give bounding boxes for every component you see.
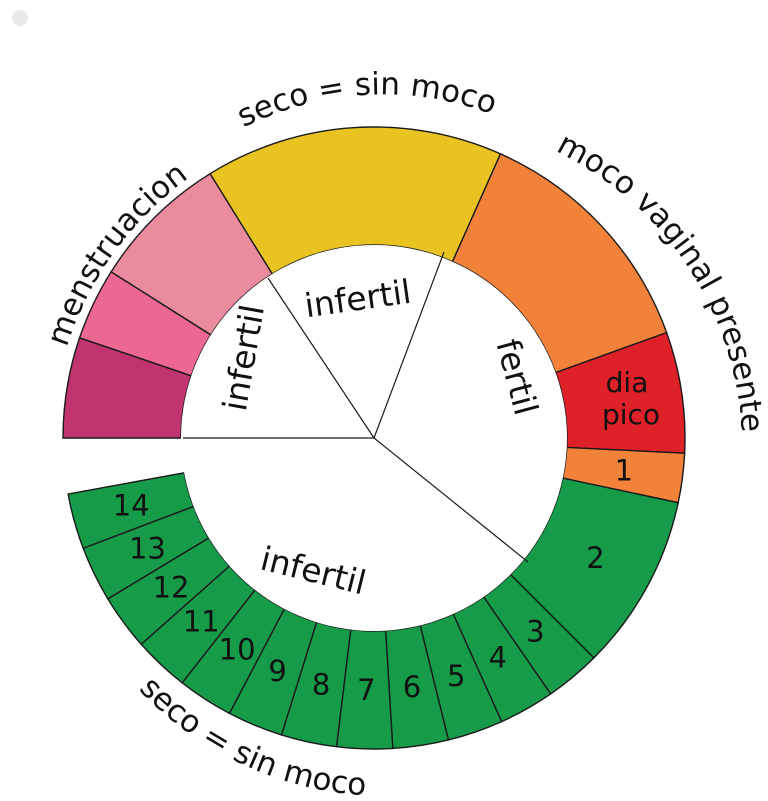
day-number-4: 4 xyxy=(489,640,507,674)
day-number-13: 13 xyxy=(129,531,166,565)
day-number-3: 3 xyxy=(526,615,544,649)
day-number-10: 10 xyxy=(219,633,256,667)
day-number-9: 9 xyxy=(268,654,286,688)
day-number-8: 8 xyxy=(312,667,330,701)
day-number-1: 1 xyxy=(615,453,633,487)
day-number-2: 2 xyxy=(586,541,604,575)
outer-label-top-path: seco = sin moco xyxy=(231,66,501,134)
divider-bottom-right xyxy=(373,437,529,563)
day-number-5: 5 xyxy=(447,659,465,693)
divider-top-right xyxy=(373,251,445,439)
peak-day-label-line1: dia xyxy=(606,366,649,399)
day-number-6: 6 xyxy=(403,670,421,704)
day-number-14: 14 xyxy=(113,489,150,523)
day-number-12: 12 xyxy=(153,570,190,604)
peak-day-label-line2: pico xyxy=(602,398,660,431)
watermark-logo xyxy=(12,10,28,26)
day-number-7: 7 xyxy=(357,673,375,707)
outer-label-top: seco = sin moco xyxy=(231,66,501,134)
day-number-11: 11 xyxy=(183,604,220,638)
divider-top-left xyxy=(267,277,375,439)
